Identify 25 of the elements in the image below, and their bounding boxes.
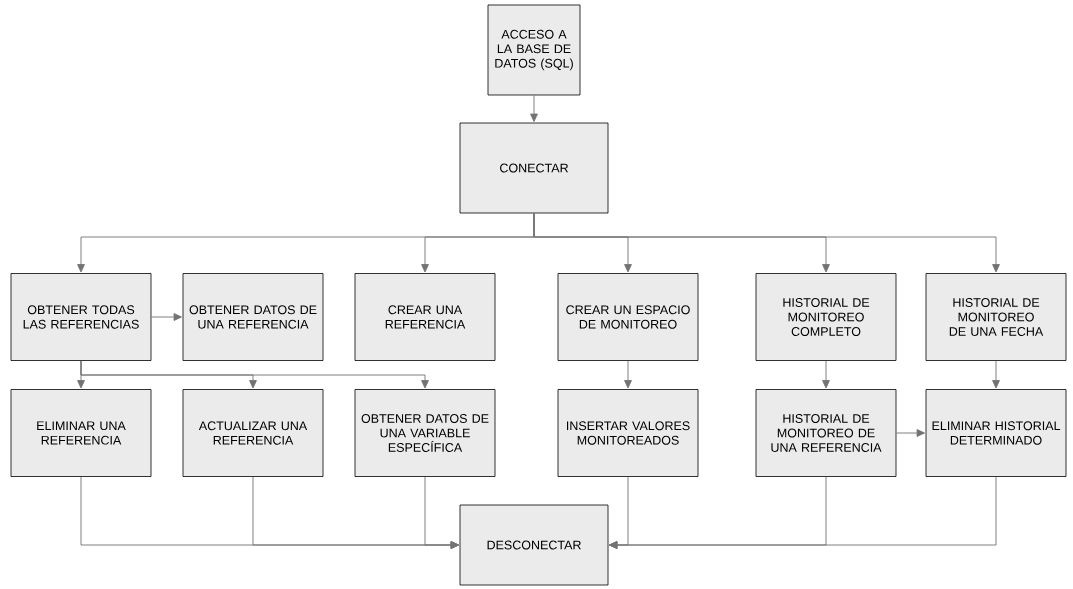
arrow <box>992 360 1000 389</box>
arrow <box>424 476 459 549</box>
process-box: OBTENER DATOS DE UNA VARIABLE ESPECÍFICA <box>354 389 496 477</box>
arrow <box>624 360 632 389</box>
arrow <box>150 313 182 321</box>
process-box: CREAR UNA REFERENCIA <box>354 273 496 361</box>
arrow <box>609 476 997 549</box>
process-box: ELIMINAR UNA REFERENCIA <box>10 389 152 477</box>
process-box: CONECTAR <box>459 122 609 214</box>
process-box: ACCESO A LA BASE DE DATOS (SQL) <box>487 4 581 96</box>
arrow <box>80 360 429 389</box>
process-box: HISTORIAL DE MONITOREO COMPLETO <box>755 273 897 361</box>
arrow <box>822 360 830 389</box>
arrow <box>895 429 925 437</box>
arrow <box>533 212 1000 273</box>
process-box: OBTENER DATOS DE UNA REFERENCIA <box>182 273 324 361</box>
process-box: ELIMINAR HISTORIAL DETERMINADO <box>925 389 1067 477</box>
arrow <box>530 94 538 122</box>
process-box: HISTORIAL DE MONITOREO DE UNA REFERENCIA <box>755 389 897 477</box>
process-box: CREAR UN ESPACIO DE MONITOREO <box>557 273 699 361</box>
process-box: INSERTAR VALORES MONITOREADOS <box>557 389 699 477</box>
process-box: ACTUALIZAR UNA REFERENCIA <box>182 389 324 477</box>
process-box: HISTORIAL DE MONITOREO DE UNA FECHA <box>925 273 1067 361</box>
process-box: DESCONECTAR <box>459 504 609 586</box>
process-box: OBTENER TODAS LAS REFERENCIAS <box>10 273 152 361</box>
